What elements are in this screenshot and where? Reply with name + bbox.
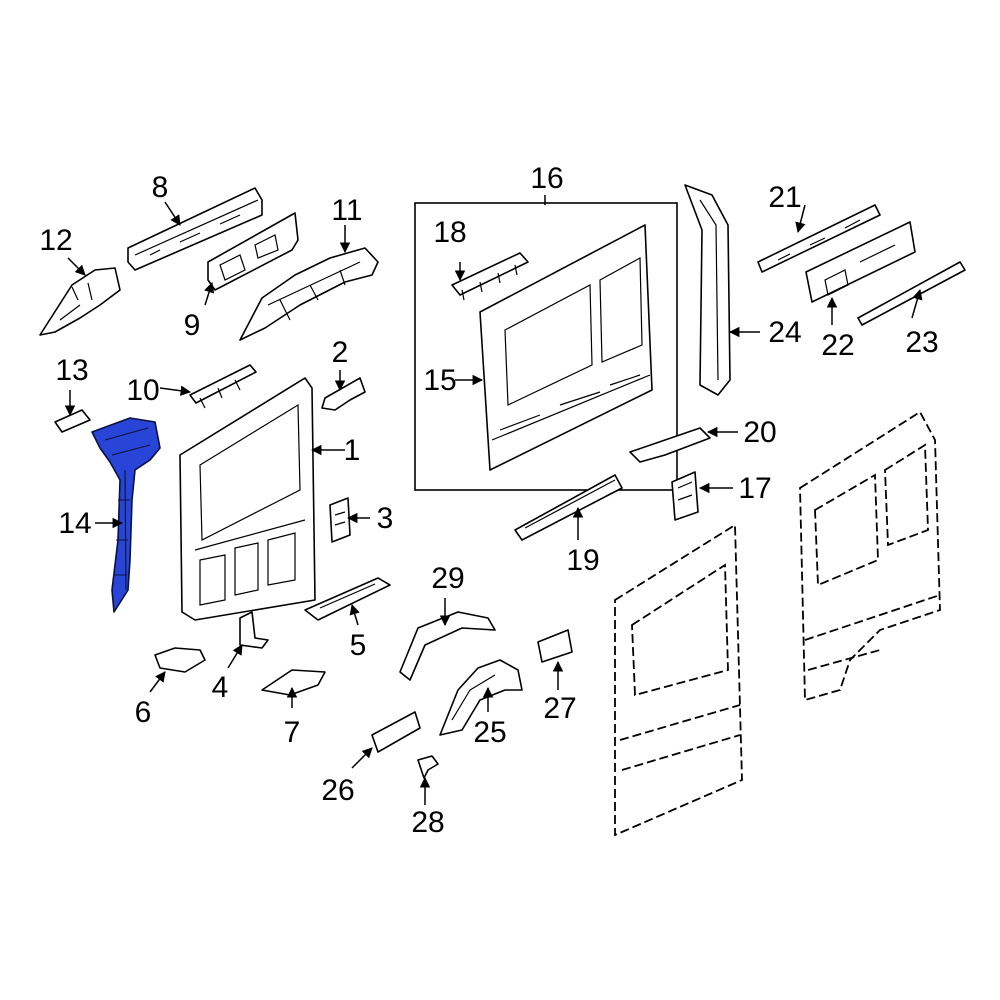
part-27-shape[interactable]	[537, 629, 573, 663]
part-14-shape[interactable]	[91, 417, 161, 613]
callout-1[interactable]: 1	[344, 434, 361, 467]
rear-side-panel-outline	[799, 410, 941, 702]
part-3-shape[interactable]	[329, 497, 351, 543]
part-21-shape[interactable]	[757, 204, 881, 273]
callout-25[interactable]: 25	[473, 716, 506, 749]
callout-12[interactable]: 12	[39, 224, 72, 257]
callout-17[interactable]: 17	[738, 472, 771, 505]
callout-10[interactable]: 10	[126, 374, 159, 407]
part-15-shape[interactable]	[479, 224, 653, 471]
callout-27[interactable]: 27	[543, 692, 576, 725]
callout-14[interactable]: 14	[58, 507, 91, 540]
part-23-shape[interactable]	[857, 261, 966, 326]
part-5-shape[interactable]	[304, 577, 391, 621]
leader-lines	[64, 195, 923, 805]
part-9-shape[interactable]	[207, 212, 299, 291]
callout-5[interactable]: 5	[350, 629, 367, 662]
part-26-shape[interactable]	[371, 711, 421, 753]
callout-26[interactable]: 26	[321, 774, 354, 807]
part-25-shape[interactable]	[439, 659, 523, 736]
part-20-shape[interactable]	[629, 427, 711, 463]
callout-4[interactable]: 4	[212, 671, 229, 704]
callout-labels: 8 9 11 12 13 10 2 1 3 14 5 4 6 7 16 18 1…	[39, 162, 938, 839]
side-panel-outline	[614, 523, 743, 837]
callout-3[interactable]: 3	[377, 502, 394, 535]
part-12-shape[interactable]	[39, 267, 121, 336]
part-16-box	[414, 202, 678, 491]
part-19-shape[interactable]	[514, 474, 623, 541]
part-2-shape[interactable]	[321, 377, 366, 411]
part-8-shape[interactable]	[127, 187, 263, 271]
callout-20[interactable]: 20	[743, 416, 776, 449]
part-13-shape[interactable]	[54, 409, 91, 433]
callout-16[interactable]: 16	[530, 162, 563, 195]
callout-21[interactable]: 21	[768, 181, 801, 214]
callout-13[interactable]: 13	[55, 354, 88, 387]
part-29-shape[interactable]	[399, 611, 496, 681]
callout-6[interactable]: 6	[135, 696, 152, 729]
part-7-shape[interactable]	[261, 669, 326, 696]
callout-7[interactable]: 7	[284, 716, 301, 749]
callout-18[interactable]: 18	[433, 216, 466, 249]
part-4-shape[interactable]	[239, 611, 269, 649]
part-24-shape[interactable]	[684, 184, 731, 396]
callout-9[interactable]: 9	[184, 309, 201, 342]
part-22-shape[interactable]	[805, 221, 916, 303]
callout-29[interactable]: 29	[431, 562, 464, 595]
part-6-shape[interactable]	[154, 647, 206, 673]
part-18-shape[interactable]	[451, 252, 529, 301]
callout-24[interactable]: 24	[768, 316, 801, 349]
callout-22[interactable]: 22	[821, 329, 854, 362]
callout-23[interactable]: 23	[905, 326, 938, 359]
part-1-shape[interactable]	[179, 377, 316, 621]
callout-15[interactable]: 15	[423, 364, 456, 397]
part-10-shape[interactable]	[189, 364, 257, 409]
callout-8[interactable]: 8	[152, 171, 169, 204]
part-17-shape[interactable]	[671, 471, 699, 521]
part-28-shape[interactable]	[417, 755, 439, 779]
callout-2[interactable]: 2	[332, 336, 349, 369]
part-11-shape[interactable]	[239, 247, 379, 341]
callout-19[interactable]: 19	[566, 544, 599, 577]
callout-11[interactable]: 11	[331, 194, 362, 227]
callout-28[interactable]: 28	[411, 806, 444, 839]
